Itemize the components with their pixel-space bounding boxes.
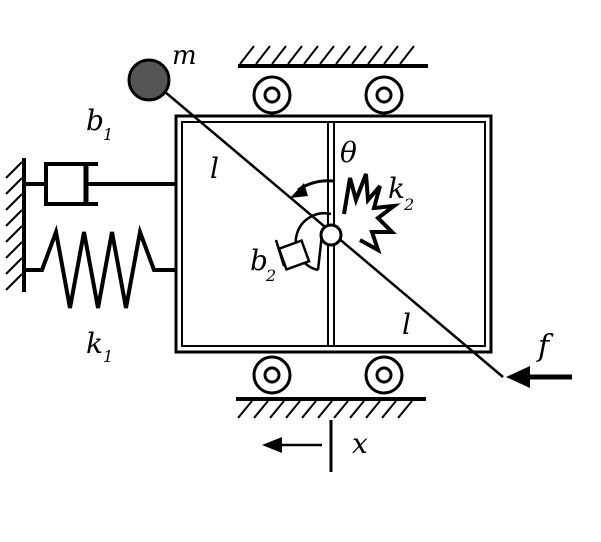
damper-b1 [24,162,176,206]
label-l-upper: l [210,152,219,185]
label-k2-sub: 2 [403,195,414,214]
top-roller-left [252,75,292,115]
label-x: x [352,427,368,460]
label-theta: θ [340,136,357,169]
label-force: f [536,329,554,364]
torsion-spring-k2 [342,173,401,255]
label-b2: b [250,244,268,277]
label-l-lower: l [402,308,411,341]
label-mass: m [172,41,197,71]
label-b1-sub: 1 [103,125,113,144]
label-k1: k [86,327,103,360]
bottom-roller-right [364,355,404,395]
spring-k1 [24,224,176,309]
bottom-roller-left [252,355,292,395]
torsion-damper-b2 [274,212,332,272]
pivot [319,223,343,247]
mass-m [127,58,171,102]
force-arrow [506,366,572,388]
label-b2-sub: 2 [265,266,276,285]
left-wall [5,158,26,292]
theta-arrow-head [290,183,308,198]
label-k1-sub: 1 [103,347,113,366]
top-ground [238,45,428,68]
bottom-ground [236,397,426,419]
label-k2: k [388,172,405,205]
top-roller-right [364,75,404,115]
label-b1: b [86,104,104,137]
displacement-indicator [262,420,333,472]
